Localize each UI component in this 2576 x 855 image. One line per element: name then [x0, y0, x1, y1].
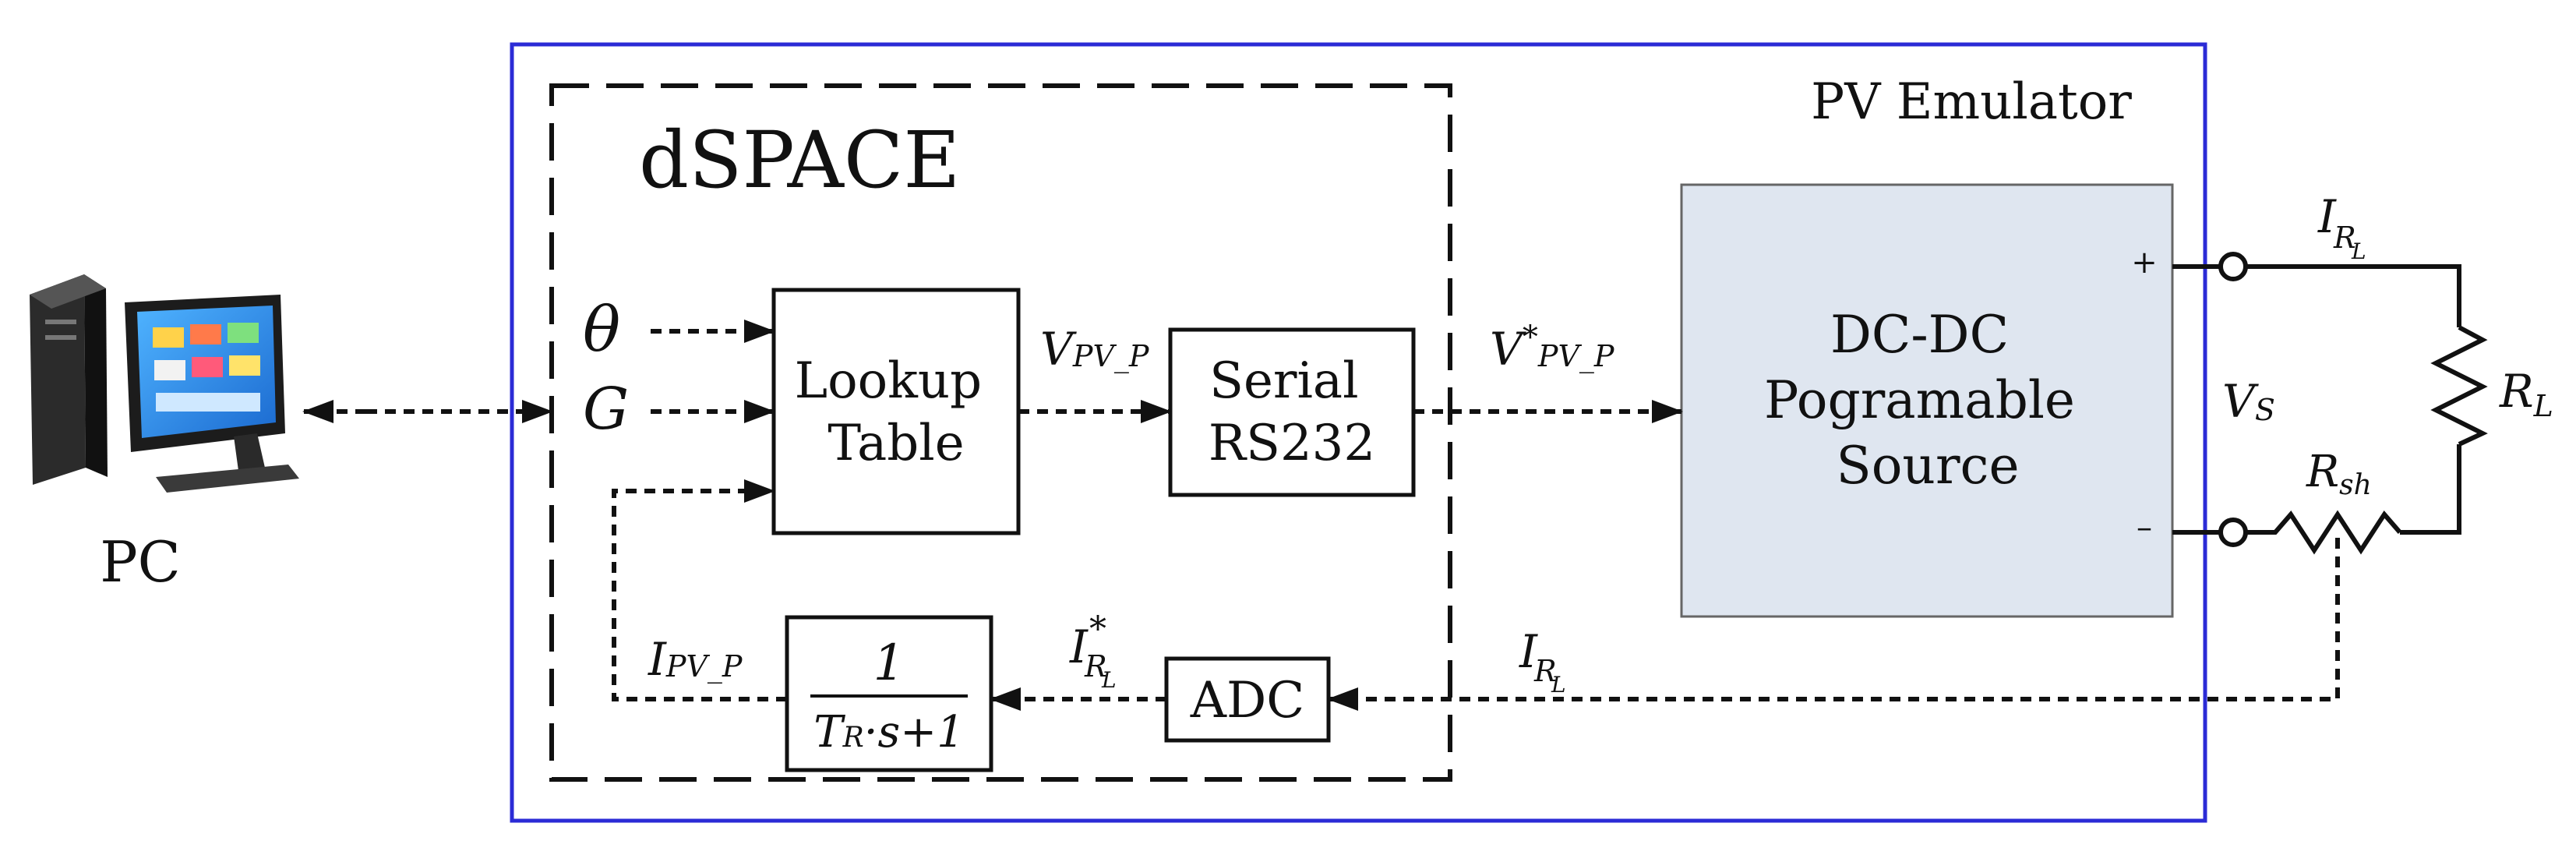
- svg-text:L: L: [2351, 238, 2366, 264]
- serial-rs232-label: Serial RS232: [1209, 352, 1375, 472]
- rsh-label: Rsh: [2306, 447, 2372, 501]
- rl-label: RL: [2499, 365, 2553, 423]
- shunt-resistor: [2246, 510, 2402, 555]
- signal-lines: [302, 320, 2340, 711]
- filter-denominator: TR·s+1: [813, 707, 965, 758]
- pv-emulator-boundary: [510, 42, 2207, 823]
- lookup-table-label: Lookup Table: [795, 352, 998, 472]
- top-wire: [2246, 264, 2461, 327]
- output-circuit: [2172, 252, 2488, 555]
- minus-terminal: [2218, 518, 2248, 547]
- svg-text:I: I: [1519, 625, 1538, 678]
- load-resistor: [2430, 325, 2488, 447]
- svg-text:I: I: [1069, 620, 1089, 673]
- plus-sign: +: [2131, 245, 2158, 281]
- minus-sign: –: [2137, 510, 2152, 546]
- svg-text:L: L: [1551, 672, 1566, 698]
- adc-label: ADC: [1190, 672, 1305, 730]
- istar-rl-label: I * R L: [1069, 609, 1117, 693]
- dc-dc-source-label: DC-DC Pogramable Source: [1764, 305, 2091, 496]
- plus-terminal: [2218, 252, 2248, 281]
- svg-text:I: I: [2317, 190, 2337, 243]
- theta-label: θ: [583, 293, 620, 366]
- svg-text:R: R: [1084, 649, 1107, 684]
- svg-text:*: *: [1089, 609, 1106, 649]
- right-wire: [2400, 444, 2461, 535]
- dspace-label: dSPACE: [639, 115, 960, 206]
- dc-dc-source-block: [1680, 183, 2174, 618]
- irl-label: I R L: [2317, 190, 2366, 264]
- vpvp-label: VPV_P: [1040, 323, 1150, 376]
- serial-rs232-block: [1168, 327, 1416, 497]
- filter-numerator: 1: [873, 634, 905, 692]
- desktop-computer-icon: [30, 274, 299, 493]
- svg-text:L: L: [1101, 667, 1117, 693]
- vstar-pvp-label: V*PV_P: [1490, 320, 1615, 376]
- adc-block: [1164, 656, 1331, 743]
- irradiance-label: G: [583, 376, 629, 443]
- svg-text:R: R: [1533, 654, 1557, 688]
- ipvp-label: IPV_P: [648, 633, 743, 686]
- dspace-boundary: [549, 83, 1452, 782]
- pc-label: PC: [100, 529, 181, 595]
- lookup-table-block: [771, 288, 1021, 535]
- irl-return-label: I R L: [1519, 625, 1566, 698]
- first-order-filter-block: [785, 615, 993, 772]
- vs-label: VS: [2222, 375, 2275, 428]
- pv-emulator-label: PV Emulator: [1811, 73, 2132, 131]
- svg-text:R: R: [2333, 221, 2356, 255]
